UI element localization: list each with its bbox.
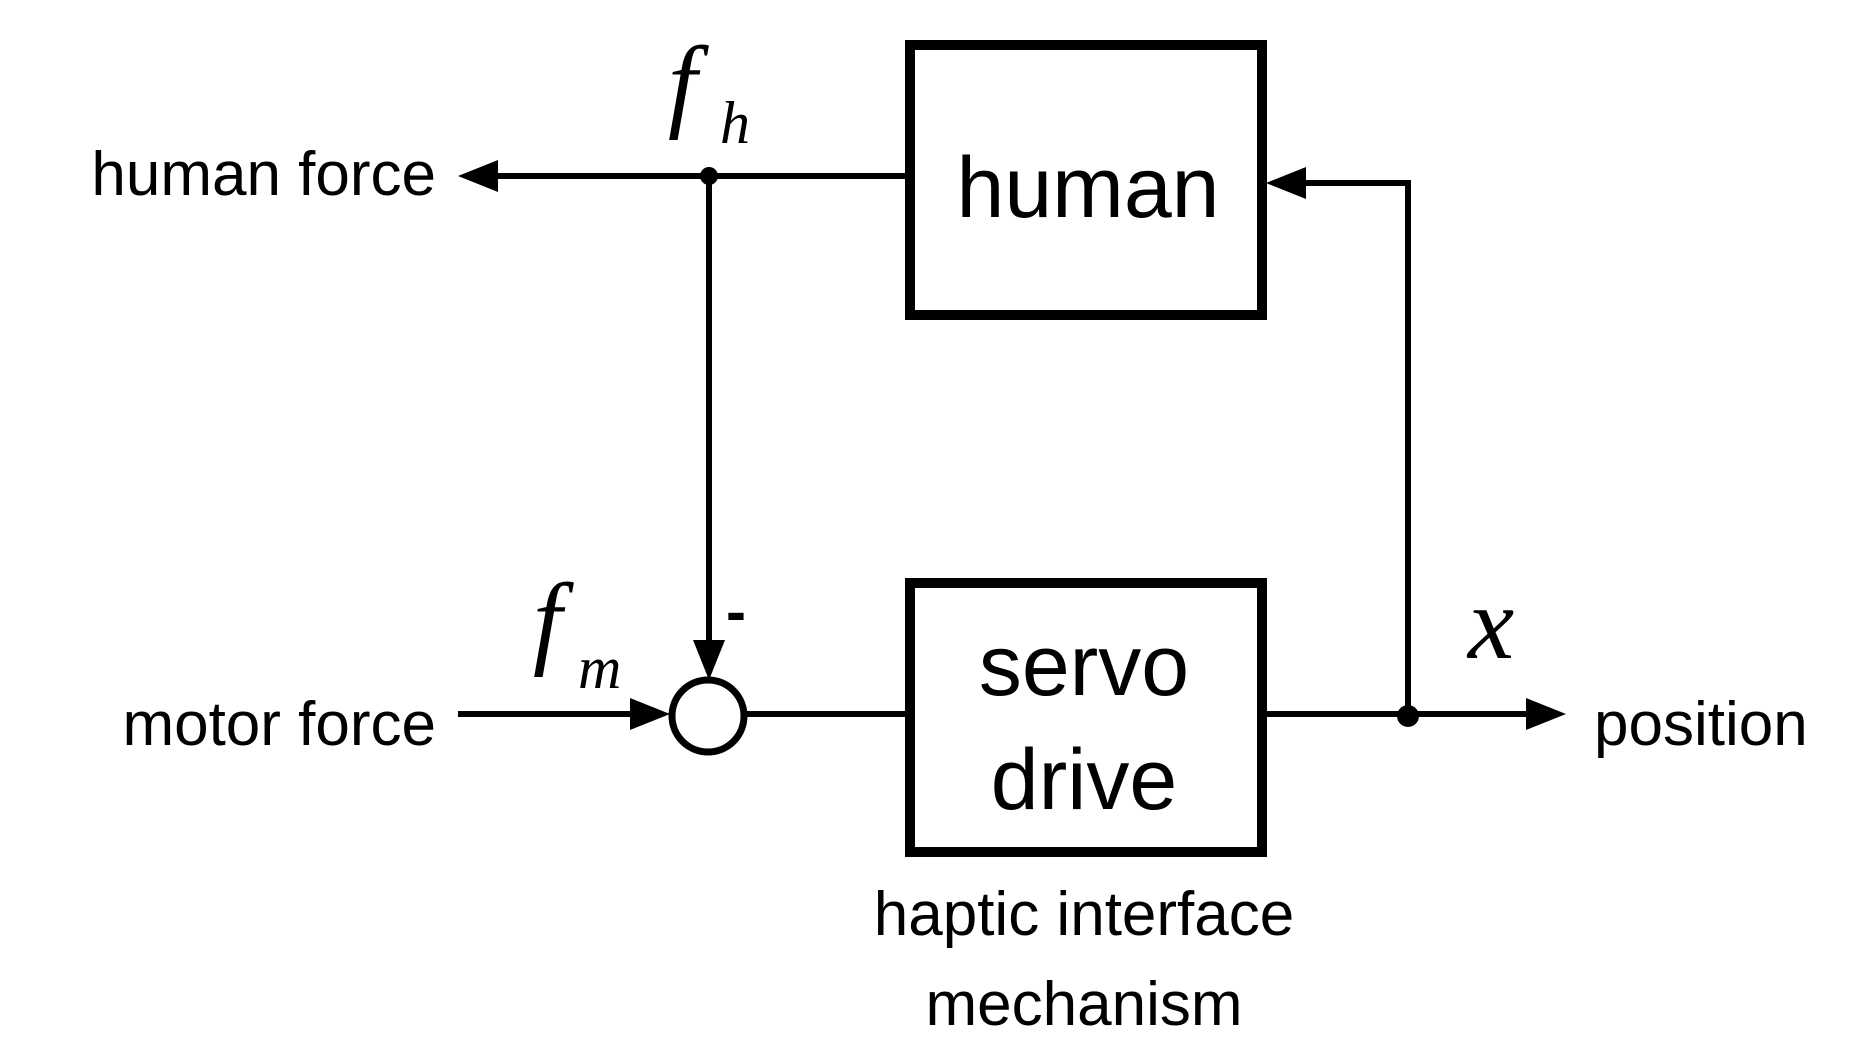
human-force-label: human force: [91, 140, 436, 209]
minus-sign: -: [726, 578, 746, 645]
human-block: [905, 40, 1267, 320]
fh-symbol-subscript: h: [720, 90, 750, 156]
fm-symbol: f m: [533, 563, 621, 701]
caption-line2: mechanism: [926, 970, 1243, 1039]
fh-feedback-arrowhead: [693, 640, 725, 680]
human-force-arrowhead: [458, 160, 498, 192]
position-feedback-arrowhead: [1266, 167, 1306, 199]
caption-line1: haptic interface: [874, 880, 1294, 949]
fh-symbol-f: f: [668, 26, 709, 141]
position-branch-node: [1397, 705, 1419, 727]
summing-junction: [668, 676, 748, 756]
human-block-label: human: [957, 140, 1220, 236]
servo-drive-label-line1: servo: [979, 618, 1189, 714]
motor-force-arrowhead: [630, 698, 670, 730]
servo-drive-label-line2: drive: [991, 732, 1177, 828]
x-symbol: x: [1466, 566, 1514, 681]
fm-symbol-f: f: [533, 563, 574, 678]
fm-symbol-subscript: m: [578, 635, 621, 701]
servo-drive-block: [905, 578, 1267, 857]
fh-symbol: f h: [668, 26, 750, 156]
motor-force-label: motor force: [122, 690, 436, 759]
position-label: position: [1594, 690, 1808, 759]
fh-branch-node: [700, 167, 718, 185]
position-arrowhead: [1526, 698, 1566, 730]
